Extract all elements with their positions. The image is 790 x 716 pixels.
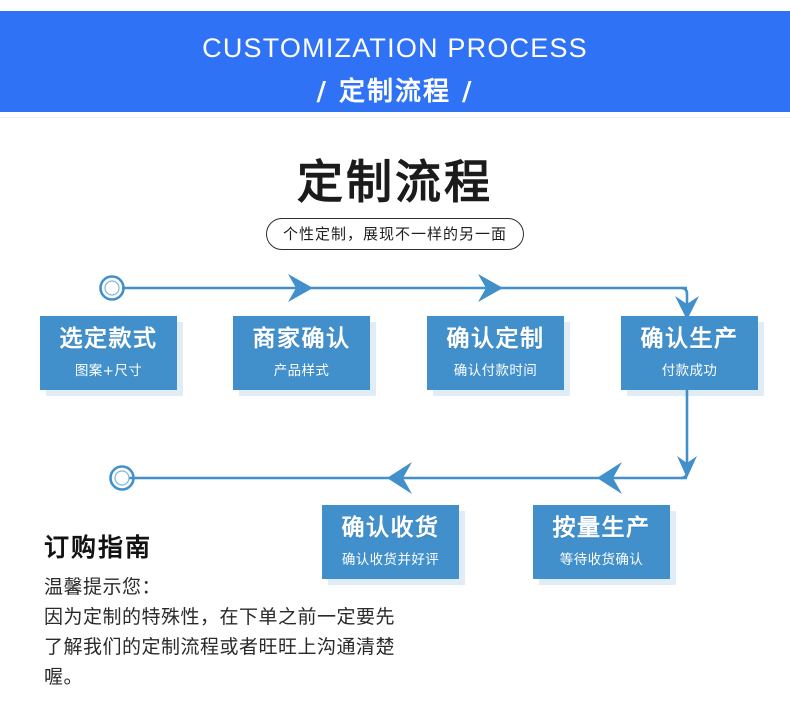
- process-box-confirm-production[interactable]: 确认生产 付款成功: [621, 316, 758, 390]
- arrow-left-1-icon: [387, 462, 412, 494]
- ordering-guide-body: 温馨提示您： 因为定制的特殊性，在下单之前一定要先 了解我们的定制流程或者旺旺上…: [44, 572, 474, 692]
- process-box-title: 选定款式: [59, 325, 158, 352]
- banner-chinese-title: / 定制流程 /: [316, 77, 474, 107]
- banner-bottom-divider: [0, 117, 790, 118]
- process-box-confirm-receipt[interactable]: 确认收货 确认收货并好评: [322, 505, 459, 579]
- process-box-title: 确认生产: [640, 325, 739, 352]
- ordering-guide-line-2: 因为定制的特殊性，在下单之前一定要先: [44, 606, 396, 628]
- start-node-ring-icon: [99, 275, 125, 301]
- process-box-title: 确认收货: [341, 514, 440, 541]
- page-title: 定制流程: [297, 155, 493, 209]
- arrow-left-2-icon: [597, 462, 622, 494]
- arrow-right-1-icon: [288, 274, 313, 302]
- start-node-ring-fill-icon: [104, 280, 120, 296]
- process-box-title: 商家确认: [252, 325, 351, 352]
- process-box-subtitle: 图案+尺寸: [74, 363, 143, 380]
- ordering-guide-line-3: 了解我们的定制流程或者旺旺上沟通清楚: [44, 636, 396, 658]
- process-box-merchant-confirm[interactable]: 商家确认 产品样式: [233, 316, 370, 390]
- process-box-subtitle: 确认付款时间: [453, 363, 538, 380]
- process-box-subtitle: 确认收货并好评: [341, 552, 440, 569]
- ordering-guide-line-1: 温馨提示您：: [44, 576, 162, 598]
- process-box-title: 确认定制: [446, 325, 545, 352]
- process-box-select-style[interactable]: 选定款式 图案+尺寸: [40, 316, 177, 390]
- process-box-subtitle: 产品样式: [273, 363, 330, 380]
- ordering-guide-line-4: 喔。: [44, 666, 84, 688]
- page-subtitle-pill: 个性定制，展现不一样的另一面: [265, 218, 525, 250]
- end-node-ring-fill-icon: [114, 470, 130, 486]
- process-box-subtitle: 等待收货确认: [559, 552, 644, 569]
- page-header-banner: CUSTOMIZATION PROCESS / 定制流程 /: [0, 11, 790, 112]
- process-box-subtitle: 付款成功: [661, 363, 718, 380]
- flow-corner-bottom-right: [680, 471, 689, 480]
- arrow-down-2-icon: [677, 456, 697, 478]
- banner-english-title: CUSTOMIZATION PROCESS: [202, 33, 588, 63]
- ordering-guide-heading: 订购指南: [44, 533, 153, 562]
- end-node-ring-icon: [109, 465, 135, 491]
- process-box-title: 按量生产: [552, 514, 651, 541]
- process-box-confirm-customization[interactable]: 确认定制 确认付款时间: [427, 316, 564, 390]
- arrow-right-2-icon: [478, 274, 503, 302]
- process-box-produce-by-quantity[interactable]: 按量生产 等待收货确认: [533, 505, 670, 579]
